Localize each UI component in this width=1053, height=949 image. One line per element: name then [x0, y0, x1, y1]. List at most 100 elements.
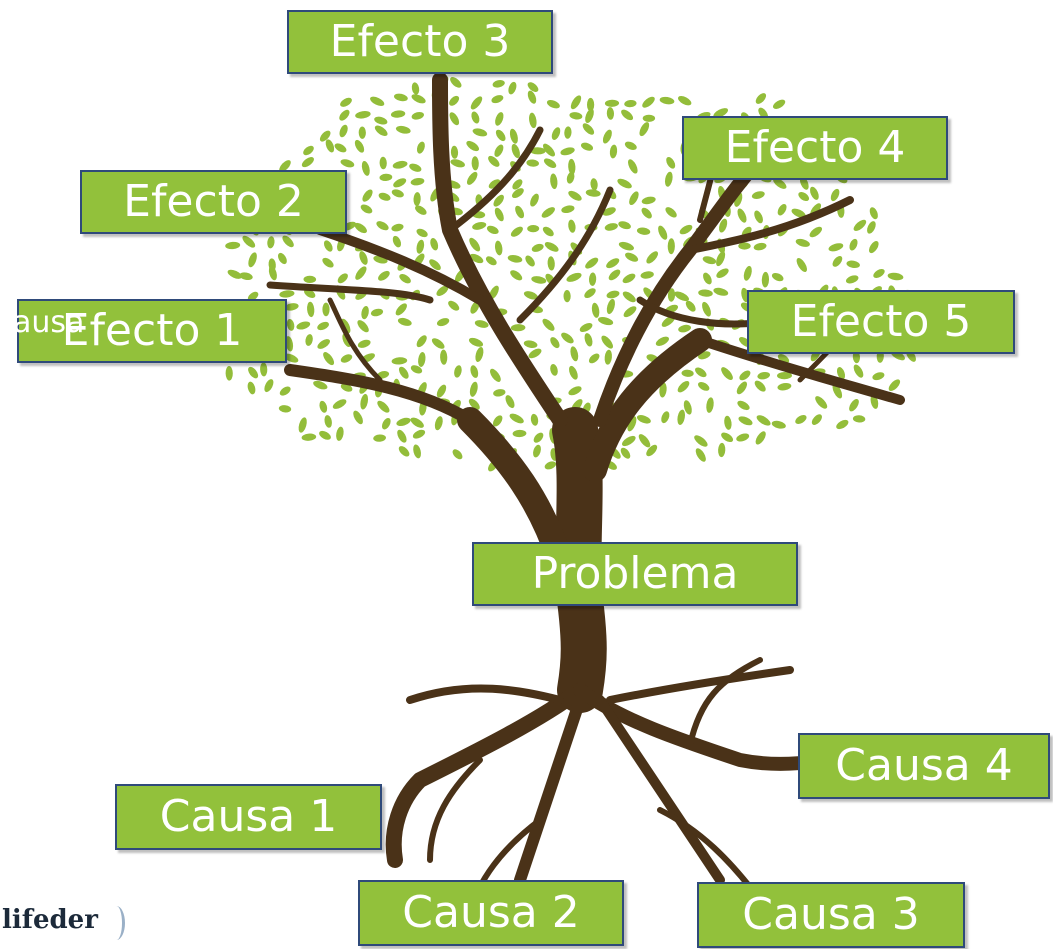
leaf: [511, 143, 520, 159]
leaf: [466, 140, 480, 152]
leaf: [469, 237, 481, 252]
leaf: [568, 219, 576, 233]
leaf: [391, 189, 404, 198]
leaf: [606, 290, 620, 299]
leaf: [278, 405, 292, 413]
leaf: [283, 353, 299, 363]
leaf: [264, 379, 274, 393]
leaf: [698, 289, 713, 297]
leaf: [505, 395, 515, 409]
leaf: [361, 305, 369, 320]
leaf: [533, 432, 544, 443]
leaf: [560, 147, 575, 156]
leaf: [743, 265, 752, 281]
leaf: [530, 413, 539, 426]
leaf: [585, 257, 599, 269]
leaf: [738, 242, 751, 250]
leaf: [798, 191, 810, 202]
leaf: [606, 258, 620, 269]
leaf: [431, 338, 445, 349]
leaf: [286, 318, 295, 331]
leaf: [393, 178, 407, 188]
leaf: [869, 207, 878, 220]
leaf: [485, 256, 497, 266]
leaf: [677, 409, 685, 426]
leaf: [322, 257, 334, 268]
effect-box-2: Efecto 2: [80, 170, 347, 234]
leaf: [410, 417, 424, 428]
leaf: [718, 442, 726, 458]
leaf: [317, 321, 329, 331]
leaf: [324, 415, 332, 428]
leaf: [359, 251, 368, 265]
leaf: [392, 235, 402, 248]
leaf: [677, 381, 690, 393]
leaf: [608, 269, 621, 281]
effect-box-4: Efecto 4: [682, 116, 948, 180]
leaf: [340, 354, 353, 363]
leaf: [527, 82, 539, 92]
leaf: [416, 228, 428, 238]
leaf: [561, 205, 575, 214]
leaf: [470, 96, 483, 110]
leaf: [530, 193, 539, 207]
leaf: [340, 97, 352, 107]
leaf: [674, 291, 690, 302]
effect-box-1: Efecto 1: [17, 299, 287, 363]
leaf: [836, 419, 849, 430]
problem-box: Problema: [472, 542, 798, 606]
leaf: [412, 429, 426, 439]
leaf: [360, 393, 369, 410]
leaf: [379, 173, 393, 182]
leaf: [454, 365, 462, 378]
leaf: [492, 80, 505, 88]
leaf: [374, 125, 388, 137]
leaf: [374, 116, 388, 125]
leaf: [721, 432, 734, 443]
leaf: [248, 366, 259, 379]
leaf: [381, 417, 391, 430]
leaf: [602, 207, 616, 216]
leaf: [415, 205, 427, 215]
cause-box-3: Causa 3: [697, 882, 965, 948]
leaf: [713, 108, 729, 118]
leaf: [550, 364, 558, 376]
leaf: [413, 444, 421, 459]
leaf: [541, 207, 555, 218]
leaf: [239, 272, 253, 280]
leaf: [606, 298, 615, 315]
leaf: [450, 145, 459, 159]
leaf: [716, 251, 726, 267]
leaf: [719, 218, 728, 233]
leaf: [777, 371, 792, 380]
leaf: [510, 226, 523, 237]
leaf: [751, 191, 765, 199]
leaf: [601, 335, 613, 349]
leaf: [322, 302, 330, 317]
leaf: [397, 317, 412, 326]
leaf: [547, 256, 555, 271]
leaf: [678, 324, 691, 333]
leaf: [681, 369, 694, 377]
leaf: [449, 95, 460, 106]
leaf: [303, 275, 317, 284]
leaf: [598, 317, 614, 326]
leaf: [305, 334, 313, 346]
leaf: [584, 333, 593, 347]
leaf: [584, 288, 596, 299]
leaf: [377, 400, 390, 413]
leaf: [358, 126, 366, 139]
leaf: [655, 336, 669, 346]
leaf: [724, 415, 732, 430]
leaf: [664, 171, 673, 187]
leaf: [849, 399, 859, 412]
leaf: [836, 367, 846, 380]
leaf: [528, 348, 542, 359]
leaf: [507, 254, 523, 263]
leaf: [339, 109, 350, 121]
leaf: [277, 252, 287, 265]
leaf: [452, 449, 463, 460]
leaf: [622, 291, 636, 303]
leaf: [301, 433, 317, 441]
leaf: [667, 288, 676, 302]
